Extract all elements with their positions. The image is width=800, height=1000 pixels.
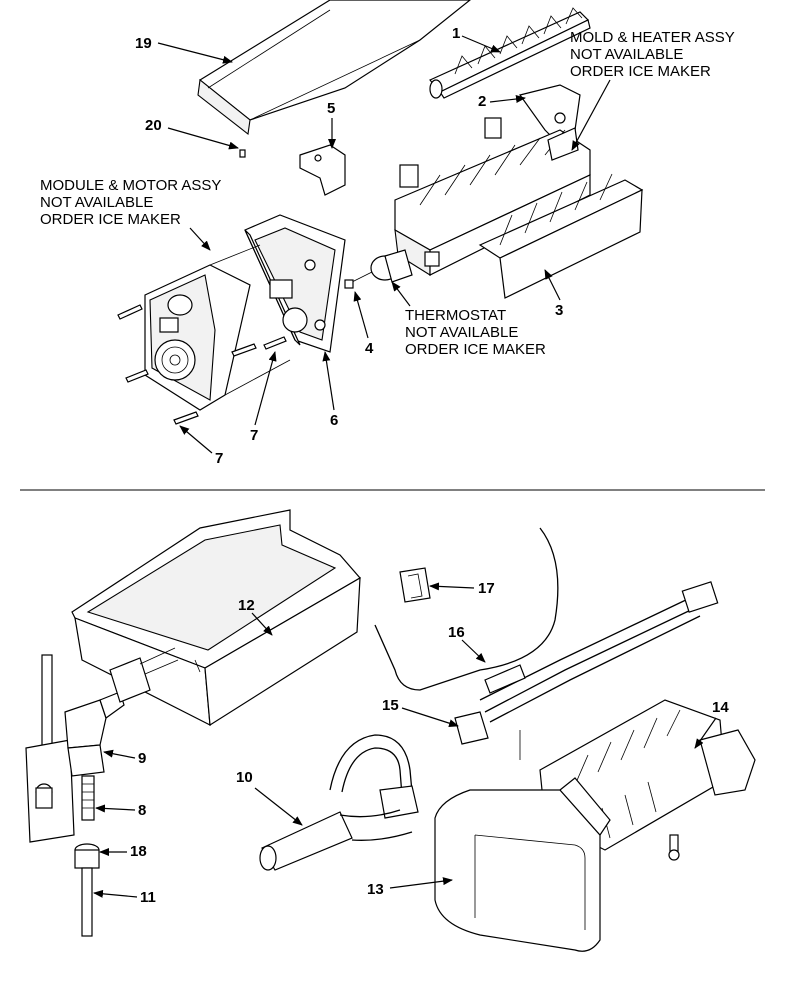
svg-text:19: 19: [135, 35, 152, 52]
part-13-cover: [434, 777, 611, 952]
callout-16: 16: [448, 624, 486, 663]
svg-text:12: 12: [238, 597, 255, 614]
callout-10: 10: [236, 769, 303, 826]
water-valve-assembly: [25, 647, 179, 937]
part-20-screw: [239, 149, 246, 158]
svg-text:15: 15: [382, 697, 399, 714]
svg-text:3: 3: [555, 302, 563, 319]
svg-text:MODULE & MOTOR ASSY: MODULE & MOTOR ASSY: [40, 177, 221, 194]
note-module-motor: MODULE & MOTOR ASSY NOT AVAILABLE ORDER …: [40, 177, 221, 251]
svg-text:7: 7: [215, 450, 223, 467]
svg-text:ORDER ICE MAKER: ORDER ICE MAKER: [570, 63, 711, 80]
thermostat: [344, 249, 440, 289]
callout-8: 8: [95, 802, 146, 819]
svg-text:THERMOSTAT: THERMOSTAT: [405, 307, 506, 324]
callout-15: 15: [382, 697, 459, 728]
part-15-harness: [454, 581, 719, 760]
svg-text:16: 16: [448, 624, 465, 641]
part-19-cover-plate: [197, 0, 471, 136]
svg-text:4: 4: [365, 340, 374, 357]
callout-20: 20: [145, 117, 239, 150]
note-mold-heater: MOLD & HEATER ASSY NOT AVAILABLE ORDER I…: [570, 29, 735, 151]
callout-7b: 7: [179, 425, 223, 467]
part-6-module-housing: [244, 214, 346, 353]
svg-text:5: 5: [327, 100, 335, 117]
callout-11: 11: [93, 889, 156, 906]
svg-text:20: 20: [145, 117, 162, 134]
part-7-screws: [117, 304, 287, 425]
module-motor-assembly: [144, 244, 291, 411]
svg-text:10: 10: [236, 769, 253, 786]
callout-2: 2: [478, 93, 526, 110]
svg-text:1: 1: [452, 25, 460, 42]
callout-6: 6: [322, 351, 338, 429]
note-thermostat: THERMOSTAT NOT AVAILABLE ORDER ICE MAKER: [391, 281, 546, 358]
mold-heater-assembly: [394, 117, 591, 276]
part-10-fill-tube: [259, 734, 419, 871]
part-5-bracket: [299, 144, 346, 196]
callout-14: 14: [694, 699, 729, 749]
callout-5: 5: [327, 100, 336, 149]
svg-text:13: 13: [367, 881, 384, 898]
part-17-clip: [399, 567, 431, 603]
callout-17: 17: [429, 580, 495, 597]
svg-text:NOT AVAILABLE: NOT AVAILABLE: [40, 194, 153, 211]
svg-text:ORDER ICE MAKER: ORDER ICE MAKER: [405, 341, 546, 358]
svg-text:18: 18: [130, 843, 147, 860]
svg-text:17: 17: [478, 580, 495, 597]
svg-text:9: 9: [138, 750, 146, 767]
svg-text:8: 8: [138, 802, 146, 819]
callout-18: 18: [99, 843, 147, 860]
svg-text:6: 6: [330, 412, 338, 429]
svg-text:11: 11: [140, 889, 156, 906]
part-16-wire: [374, 527, 559, 691]
callout-9: 9: [103, 749, 146, 767]
svg-text:14: 14: [712, 699, 729, 716]
callout-13: 13: [367, 877, 453, 898]
callout-3: 3: [544, 269, 563, 319]
svg-text:NOT AVAILABLE: NOT AVAILABLE: [570, 46, 683, 63]
callout-1: 1: [452, 25, 501, 53]
svg-text:NOT AVAILABLE: NOT AVAILABLE: [405, 324, 518, 341]
part-1-ejector: [429, 7, 591, 99]
svg-text:ORDER ICE MAKER: ORDER ICE MAKER: [40, 211, 181, 228]
callout-7a: 7: [250, 351, 277, 444]
callout-19: 19: [135, 35, 233, 64]
svg-text:2: 2: [478, 93, 486, 110]
svg-text:7: 7: [250, 427, 258, 444]
svg-text:MOLD & HEATER ASSY: MOLD & HEATER ASSY: [570, 29, 735, 46]
callout-4: 4: [353, 291, 374, 357]
part-3-ice-shelf: [478, 173, 644, 299]
part-12-ice-bin: [71, 509, 361, 727]
callout-12: 12: [238, 597, 273, 636]
